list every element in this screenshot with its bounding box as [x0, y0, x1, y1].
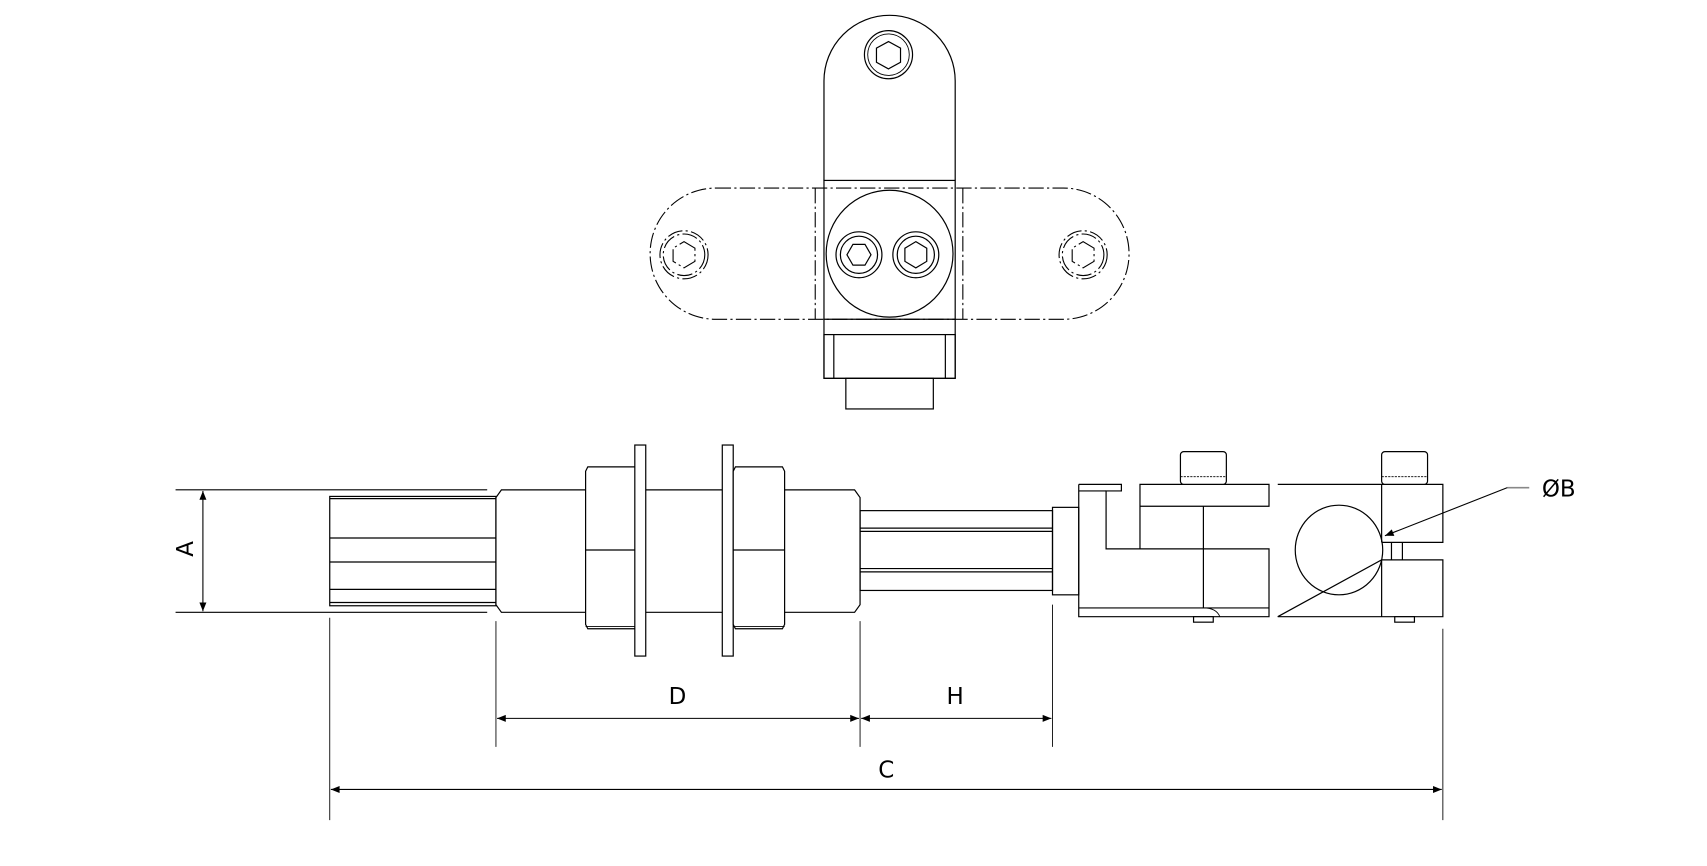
body-disc — [825, 189, 954, 318]
clamp-bore — [1294, 504, 1384, 596]
clamp-block-1 — [1078, 483, 1270, 618]
dimension-d: D — [497, 684, 859, 722]
dimension-label-d: D — [669, 684, 687, 710]
clamp-block-2 — [1277, 483, 1444, 618]
dimension-label-b: ØB — [1542, 476, 1576, 502]
extension-lines — [329, 604, 1444, 821]
plate-screw-left-icon — [659, 230, 709, 280]
body-screw-right-icon — [892, 231, 940, 279]
dimension-a: A — [173, 489, 488, 613]
dimension-h: H — [861, 684, 1052, 722]
dimension-label-c: C — [878, 757, 894, 783]
rod — [859, 510, 1054, 592]
dimension-b: ØB — [1384, 476, 1576, 537]
sensor-stub — [845, 377, 934, 410]
dimension-label-h: H — [947, 684, 964, 710]
hex-nut-2 — [732, 466, 786, 630]
tab-screw-icon — [863, 30, 914, 80]
top-view — [649, 14, 1130, 410]
dimension-c: C — [330, 757, 1442, 793]
collar — [1051, 506, 1080, 596]
clamp-screw-1-icon — [1179, 450, 1227, 623]
mounting-plate-outline — [649, 187, 1130, 320]
threaded-barrel — [495, 489, 861, 613]
top-tab — [823, 14, 956, 181]
plate-screw-right-icon — [1058, 230, 1108, 280]
clamp-screw-2-icon — [1381, 450, 1429, 623]
hex-nut-1 — [585, 466, 638, 630]
washer-2 — [721, 444, 734, 657]
lower-block — [823, 333, 956, 379]
washer-1 — [634, 444, 647, 657]
side-view — [329, 444, 1444, 657]
dimension-label-a: A — [173, 541, 199, 557]
body-screw-left-icon — [835, 231, 883, 279]
